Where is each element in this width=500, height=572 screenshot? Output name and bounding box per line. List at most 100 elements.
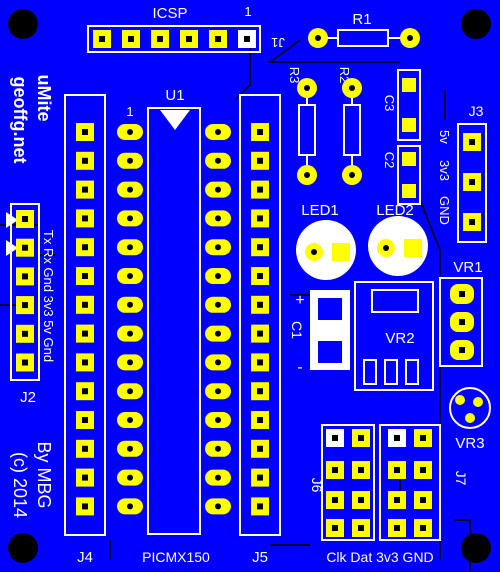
vr1-label: VR1 bbox=[453, 259, 482, 276]
j5-pad-4-hole bbox=[257, 215, 263, 222]
j4-pad-7-hole bbox=[82, 301, 88, 308]
j7-label: J7 bbox=[453, 471, 469, 486]
u1-pad-right-9-hole bbox=[215, 359, 221, 366]
credit-line-2: (c) 2014 bbox=[10, 452, 30, 518]
c3-label: C3 bbox=[382, 95, 397, 112]
j7-pad-r1c2-hole bbox=[420, 435, 426, 441]
u1-pad-left-6-hole bbox=[127, 273, 133, 279]
j4-pad-8-hole bbox=[82, 330, 88, 337]
j5-pad-12-hole bbox=[257, 445, 263, 452]
j5-pad-3-hole bbox=[257, 186, 263, 193]
c1-label: C1 bbox=[289, 321, 305, 339]
j2-outline bbox=[10, 203, 40, 381]
j4-pad-2-hole bbox=[82, 157, 88, 164]
j2-pin-marker-tx bbox=[6, 212, 18, 228]
j2-pin-labels: Tx Rx Gnd 3v3 5v Gnd bbox=[41, 230, 56, 362]
j5-pad-6-hole bbox=[257, 273, 263, 279]
j5-label: J5 bbox=[252, 549, 268, 566]
u1-pin1-label: 1 bbox=[126, 104, 133, 119]
j5-pads bbox=[251, 123, 269, 516]
j4-pad-1-hole bbox=[82, 129, 88, 135]
j6-pad-r4c1-hole bbox=[332, 525, 338, 531]
mount-hole-bottom-left bbox=[8, 533, 38, 563]
j4-pad-4-hole bbox=[82, 215, 88, 222]
j4-pad-6-hole bbox=[82, 273, 88, 279]
icsp-pad-1-hole bbox=[99, 36, 105, 42]
j6-pad-r3c2-hole bbox=[358, 497, 364, 503]
j6-pad-r1c1-hole bbox=[332, 435, 338, 441]
u1-pad-left-4-hole bbox=[127, 215, 133, 222]
led1-label: LED1 bbox=[301, 202, 339, 219]
j5-outline bbox=[239, 94, 281, 536]
j5-pad-10-hole bbox=[257, 388, 263, 395]
u1-pad-right-6-hole bbox=[215, 273, 221, 279]
vr2-pin-1 bbox=[363, 359, 377, 385]
c2-outline bbox=[397, 145, 421, 205]
vr3-pad-3 bbox=[465, 413, 475, 423]
c1-pad-1 bbox=[318, 298, 342, 320]
mount-hole-top-right bbox=[461, 9, 491, 39]
j2-pad-1-hole bbox=[22, 216, 28, 222]
u1-pad-right-11-hole bbox=[215, 417, 221, 423]
u1-pads bbox=[117, 124, 231, 515]
r2-pad-bottom-hole bbox=[349, 172, 355, 178]
led1-outline bbox=[296, 220, 356, 280]
vr2-tab bbox=[371, 289, 419, 313]
u1-pad-left-7-hole bbox=[127, 301, 133, 308]
j6-pad-r1c2-hole bbox=[358, 435, 364, 441]
r3-label: R3 bbox=[287, 67, 302, 84]
c2-pad-1 bbox=[402, 152, 416, 166]
led2-label: LED2 bbox=[376, 202, 414, 219]
j2-pin-marker-rx bbox=[6, 240, 18, 256]
j4-pad-10-hole bbox=[82, 388, 88, 395]
j2-pad-5-hole bbox=[22, 330, 28, 337]
u1-pad-left-5-hole bbox=[127, 244, 133, 251]
u1-pad-right-14-hole bbox=[215, 503, 221, 510]
u1-pad-right-3-hole bbox=[215, 186, 221, 193]
j7-pad-r4c1-hole bbox=[394, 525, 400, 531]
r2-body bbox=[343, 104, 361, 156]
c3-pad-1 bbox=[402, 78, 416, 92]
j1-label: J1 bbox=[271, 35, 285, 50]
r1-label: R1 bbox=[352, 11, 371, 28]
j2-label: J2 bbox=[20, 389, 36, 406]
r3-pad-top-hole bbox=[304, 85, 310, 91]
r1-pad-right-hole bbox=[407, 35, 413, 41]
vr1-pad-3-hole bbox=[459, 347, 465, 353]
c2-label: C2 bbox=[382, 152, 397, 169]
u1-pad-left-3-hole bbox=[127, 186, 133, 193]
j7-pad-r2c1-hole bbox=[394, 467, 400, 473]
j4-pad-12-hole bbox=[82, 445, 88, 452]
j3-pad-1-hole bbox=[469, 139, 475, 145]
vr2-outline bbox=[354, 281, 434, 391]
icsp-pad-2-hole bbox=[128, 36, 134, 42]
bottom-pin-labels: Clk Dat 3v3 GND bbox=[326, 549, 433, 565]
mounting-holes bbox=[8, 9, 491, 563]
c1-pad-2 bbox=[318, 341, 342, 363]
j7-pad-r1c1-hole bbox=[394, 435, 400, 441]
credit-line-1: By MBG bbox=[34, 441, 54, 508]
vr3-pad-2 bbox=[473, 397, 483, 407]
icsp-pad-5-hole bbox=[215, 36, 221, 42]
u1-pad-right-13-hole bbox=[215, 474, 221, 481]
u1-pad-left-14-hole bbox=[127, 503, 133, 510]
j3-5v-label: 5v bbox=[437, 130, 452, 144]
u1-pad-right-1-hole bbox=[215, 129, 221, 135]
icsp-label: ICSP bbox=[152, 5, 187, 22]
c3-outline bbox=[397, 69, 421, 141]
j3-pad-3-hole bbox=[469, 219, 475, 225]
vr1-outline bbox=[439, 277, 483, 367]
u1-pad-left-2-hole bbox=[127, 157, 133, 164]
j2-pad-3-hole bbox=[22, 273, 28, 280]
j5-pad-1-hole bbox=[257, 129, 263, 135]
j3-outline bbox=[457, 123, 487, 243]
vr3-pad-1 bbox=[455, 395, 465, 405]
u1-pad-right-10-hole bbox=[215, 388, 221, 395]
j5-pad-14-hole bbox=[257, 503, 263, 510]
u1-pad-left-13-hole bbox=[127, 474, 133, 481]
j7-pad-r3c2-hole bbox=[420, 497, 426, 503]
u1-pad-left-1-hole bbox=[127, 129, 133, 135]
u1-pad-left-9-hole bbox=[127, 359, 133, 366]
j4-pads bbox=[76, 123, 94, 516]
j2-pads bbox=[16, 210, 34, 372]
